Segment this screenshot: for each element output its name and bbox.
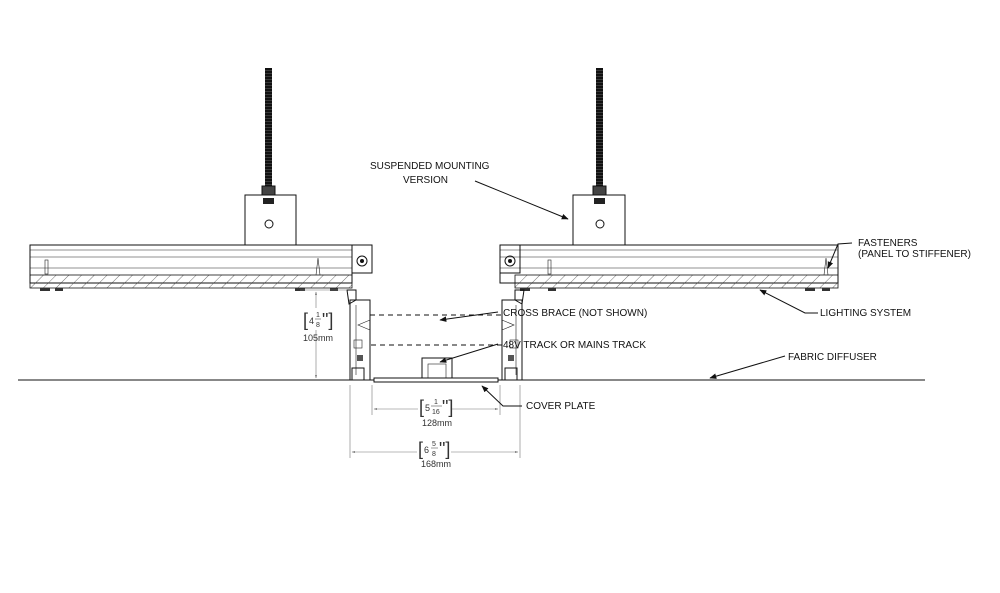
- label-cross-brace: CROSS BRACE (NOT SHOWN): [503, 308, 647, 319]
- height-whole: 4: [309, 316, 314, 326]
- leaders: [439, 180, 853, 407]
- dimension-height: [ 4 1 8 "] 105mm: [300, 289, 346, 379]
- outer-whole: 6: [424, 445, 429, 455]
- height-den: 8: [316, 322, 320, 329]
- inner-num: 1: [434, 399, 438, 406]
- left-suspension-rod: [244, 68, 297, 246]
- dimension-outer-width: [ 6 5 8 "] 168mm: [349, 385, 521, 469]
- height-num: 1: [316, 312, 320, 319]
- cover-plate: [373, 377, 499, 383]
- label-fasteners: FASTENERS: [858, 238, 918, 249]
- inner-whole: 5: [425, 403, 430, 413]
- track: [421, 357, 453, 381]
- right-suspension-rod: [572, 68, 626, 246]
- height-bracket-right: "]: [322, 310, 333, 330]
- outer-mm: 168mm: [421, 459, 451, 469]
- right-panel: [499, 244, 839, 291]
- inner-bracket-left: [: [419, 397, 424, 417]
- label-suspended-version: VERSION: [403, 175, 448, 186]
- outer-bracket-left: [: [418, 439, 423, 459]
- label-suspended-mounting: SUSPENDED MOUNTING: [370, 161, 490, 172]
- height-bracket-left: [: [303, 310, 308, 330]
- dimension-inner-width: [ 5 1 16 "] 128mm: [371, 385, 501, 428]
- label-fasteners-detail: (PANEL TO STIFFENER): [858, 249, 971, 260]
- outer-num: 5: [432, 441, 436, 448]
- outer-bracket-right: "]: [439, 439, 450, 459]
- label-fabric-diffuser: FABRIC DIFFUSER: [788, 352, 877, 363]
- inner-mm: 128mm: [422, 418, 452, 428]
- center-channel: [346, 244, 525, 383]
- label-lighting-system: LIGHTING SYSTEM: [820, 308, 911, 319]
- inner-den: 16: [432, 409, 440, 416]
- label-track: 48V TRACK OR MAINS TRACK: [503, 340, 646, 351]
- left-panel: [29, 244, 353, 291]
- cross-brace: [369, 314, 503, 346]
- label-cover-plate: COVER PLATE: [526, 401, 596, 412]
- height-mm: 105mm: [303, 333, 333, 343]
- outer-den: 8: [432, 451, 436, 458]
- inner-bracket-right: "]: [442, 397, 453, 417]
